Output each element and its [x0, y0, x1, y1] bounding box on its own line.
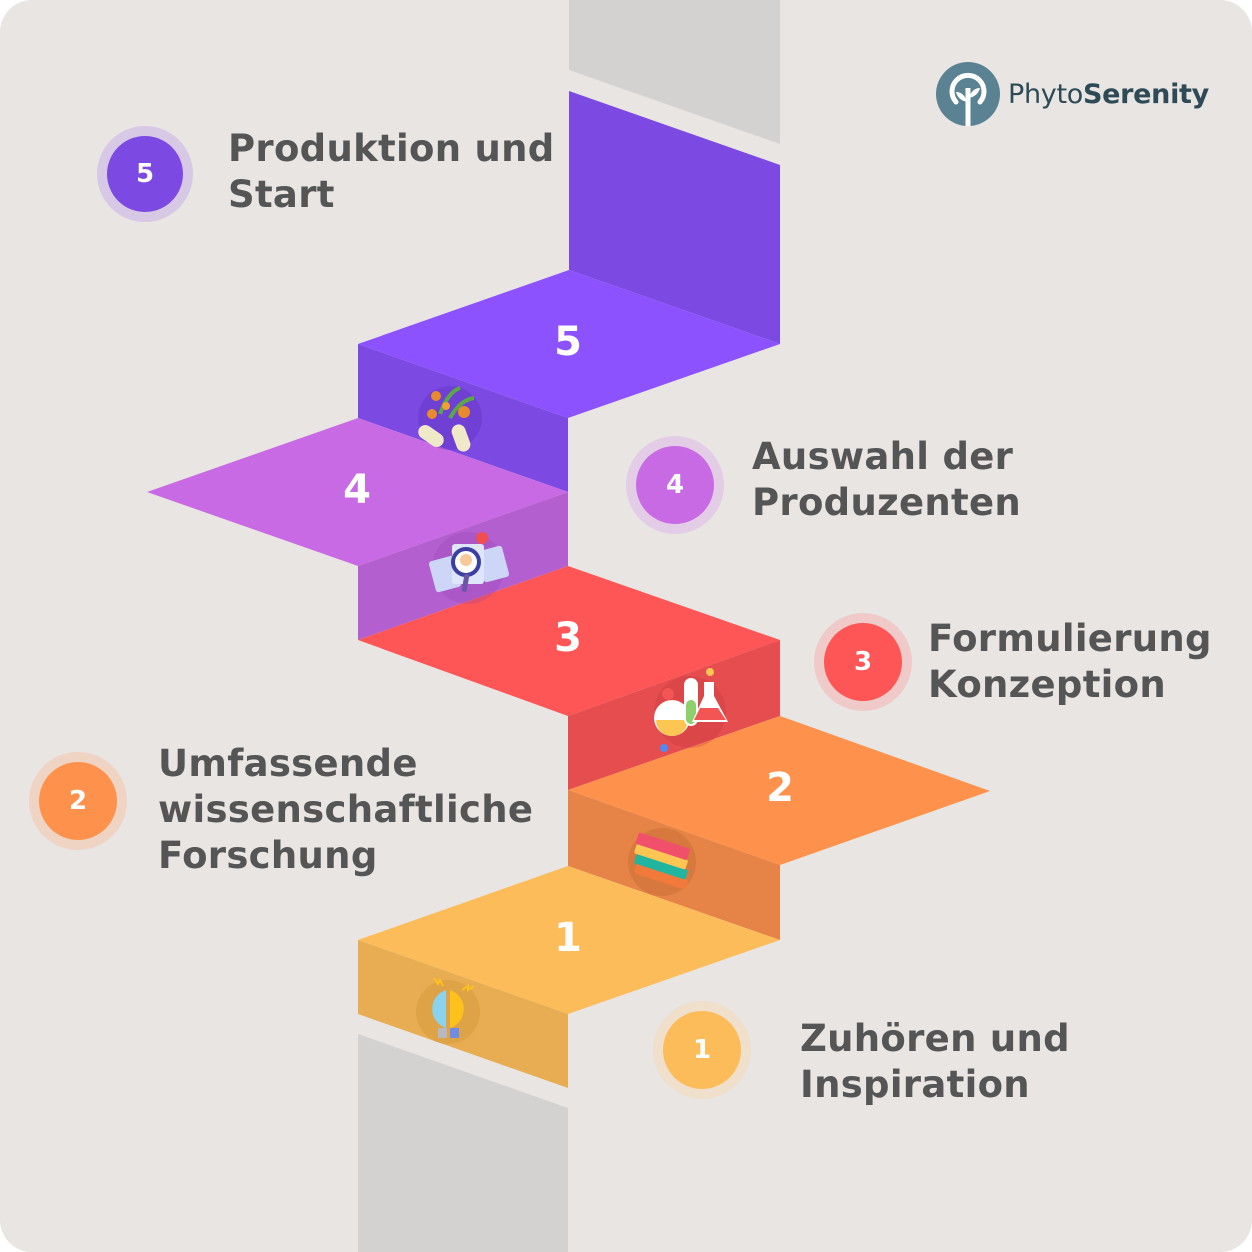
- step-2-badge-number: 2: [39, 762, 117, 840]
- brand-name-light: Phyto: [1008, 78, 1083, 110]
- herbal-capsules-icon: [418, 386, 482, 452]
- step-2-tread: [568, 716, 990, 865]
- lab-flasks-icon: [654, 668, 728, 752]
- step-5-tread: [358, 270, 780, 418]
- step-5-riser: [358, 344, 568, 492]
- step-5-number: 5: [554, 319, 582, 365]
- step-2-number: 2: [766, 765, 794, 811]
- step-3-tread: [358, 566, 780, 716]
- step-3-badge: 3: [814, 613, 912, 711]
- brand-logo: PhytoSerenity: [936, 62, 1209, 126]
- step-4-number: 4: [343, 467, 371, 513]
- tree-sprout-icon: [936, 62, 1000, 126]
- step-4-badge: 4: [626, 436, 724, 534]
- step-5-badge-number: 5: [107, 136, 183, 212]
- brain-lightbulb-icon: [416, 977, 480, 1044]
- step-5: 5: [358, 91, 780, 492]
- step-1-badge-number: 1: [663, 1011, 741, 1089]
- candidate-search-icon: [428, 532, 510, 604]
- step-4-title: Auswahl der Produzenten: [752, 435, 1022, 524]
- step-4-tread: [147, 418, 568, 566]
- step-5-badge: 5: [97, 126, 193, 222]
- step-5-title: Produktion und Start: [228, 127, 555, 216]
- step-3-badge-number: 3: [824, 623, 902, 701]
- step-5-back-wall: [569, 91, 780, 344]
- step-3-title: Formulierung Konzeption: [928, 617, 1212, 706]
- step-1-title: Zuhören und Inspiration: [800, 1017, 1070, 1106]
- brand-name: PhytoSerenity: [1008, 79, 1209, 110]
- top-column: [569, 0, 780, 144]
- step-1-tread: [358, 866, 780, 1014]
- books-stack-icon: [628, 828, 696, 896]
- step-1-number: 1: [554, 915, 582, 961]
- step-2-title: Umfassende wissenschaftliche Forschung: [158, 742, 534, 877]
- step-1-badge: 1: [653, 1001, 751, 1099]
- step-2-badge: 2: [29, 752, 127, 850]
- bottom-column: [358, 1034, 568, 1252]
- step-3-number: 3: [554, 615, 582, 661]
- brand-name-bold: Serenity: [1082, 78, 1209, 110]
- step-4-badge-number: 4: [636, 446, 714, 524]
